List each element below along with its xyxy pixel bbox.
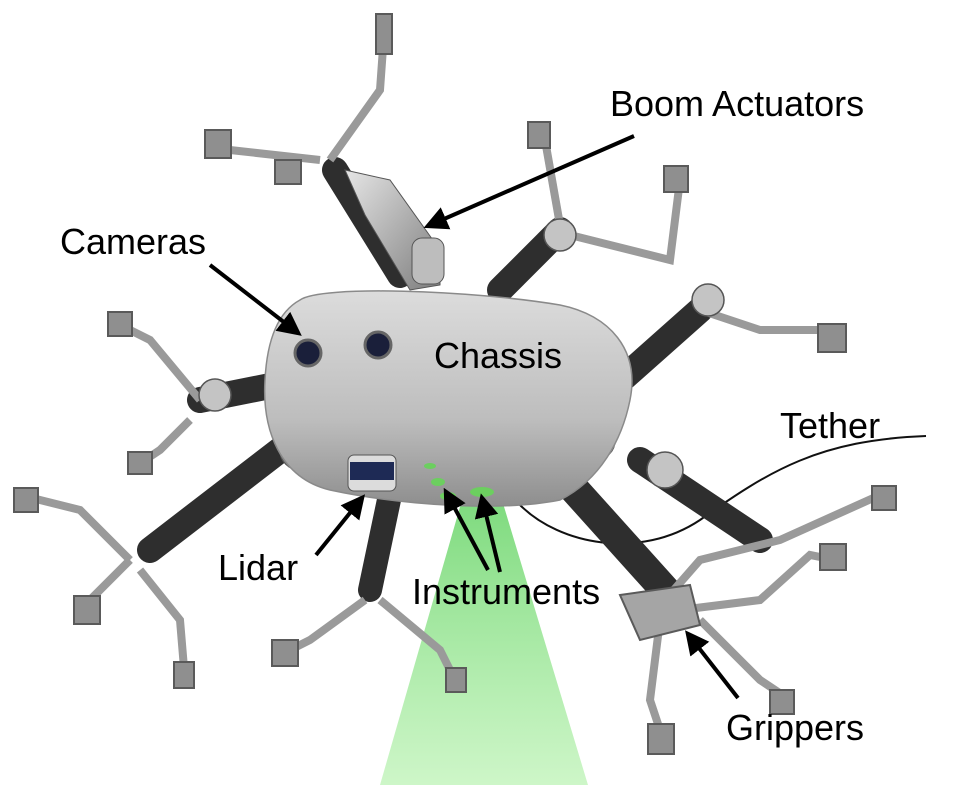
instrument-beam [380, 500, 588, 785]
boom-actuator-joint [411, 237, 445, 285]
label-instruments: Instruments [412, 571, 601, 612]
arrow-boom-actuators [423, 134, 635, 230]
lidar-unit [347, 454, 397, 492]
label-cameras: Cameras [60, 221, 207, 262]
arrow-cameras [208, 263, 302, 336]
camera-lens-left [293, 338, 323, 368]
arrow-grippers [685, 630, 740, 700]
arrow-instruments-2 [474, 493, 502, 573]
camera-lens-right [363, 330, 393, 360]
label-lidar: Lidar [218, 547, 299, 588]
callout-arrows [208, 134, 740, 700]
label-grippers: Grippers [726, 707, 865, 748]
label-boom-actuators: Boom Actuators [610, 83, 865, 124]
arrow-instruments-1 [443, 487, 490, 571]
label-chassis: Chassis [434, 335, 563, 376]
chassis-body [263, 290, 633, 507]
gripper-assemblies [13, 13, 897, 755]
tether-cable [519, 435, 927, 545]
arrow-lidar [314, 494, 366, 557]
label-tether: Tether [780, 405, 881, 446]
